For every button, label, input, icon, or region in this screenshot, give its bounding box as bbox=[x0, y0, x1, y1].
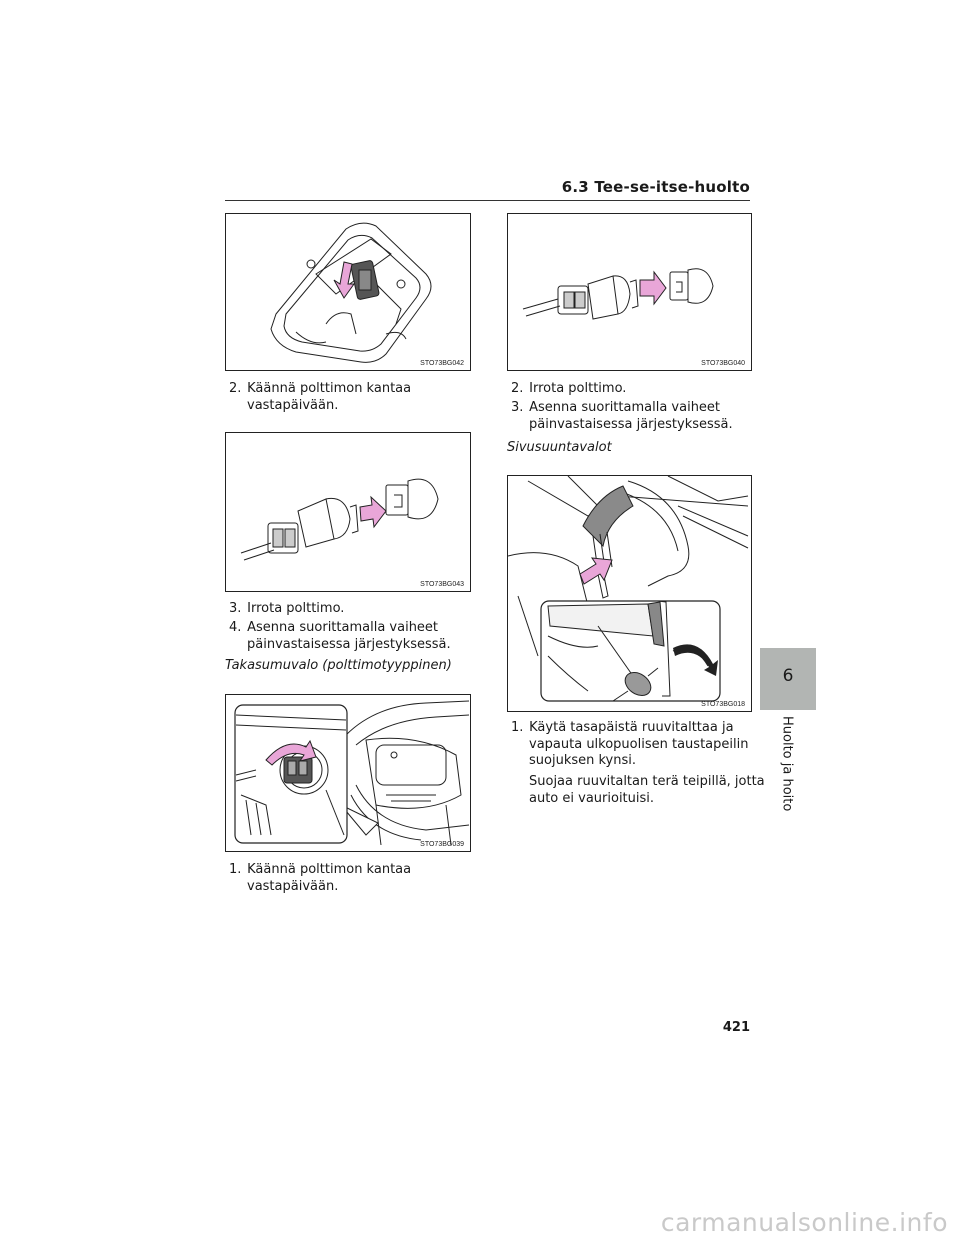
figure-code: STO73BG039 bbox=[420, 841, 464, 848]
step-number: 3. bbox=[229, 601, 242, 616]
step-number: 4. bbox=[229, 620, 242, 635]
illustration-rear-fog-lamp bbox=[234, 700, 470, 846]
step-text-cont: suojuksen kynsi. bbox=[529, 753, 637, 768]
page-number: 421 bbox=[722, 1020, 750, 1035]
chapter-label-text: Huolto ja hoito bbox=[779, 716, 795, 812]
step-text: Asenna suorittamalla vaiheet bbox=[247, 620, 439, 635]
step-text: Käännä polttimon kantaa bbox=[247, 381, 412, 396]
figure-code: STO73BG040 bbox=[701, 360, 745, 367]
header-rule bbox=[225, 200, 750, 201]
step-right-1: 1. Käytä tasapäistä ruuvitalttaa ja vapa… bbox=[511, 720, 748, 770]
step-number: 1. bbox=[511, 720, 524, 735]
step-left-1: 1. Käännä polttimon kantaa vastapäivään. bbox=[229, 862, 411, 895]
step-right-3: 3. Asenna suorittamalla vaiheet päinvast… bbox=[511, 400, 733, 433]
step-text: Asenna suorittamalla vaiheet bbox=[529, 400, 721, 415]
figure-bulb-socket-housing: STO73BG042 bbox=[225, 213, 471, 371]
figure-rear-fog-lamp: STO73BG039 bbox=[225, 694, 471, 852]
step-number: 3. bbox=[511, 400, 524, 415]
step-note: Suojaa ruuvitaltan terä teipillä, jotta … bbox=[529, 774, 765, 807]
illustration-socket-housing bbox=[270, 222, 432, 363]
figure-bulb-removal-left: STO73BG043 bbox=[225, 432, 471, 592]
step-number: 2. bbox=[511, 381, 524, 396]
step-left-3: 3. Irrota polttimo. bbox=[229, 601, 344, 618]
step-number: 1. bbox=[229, 862, 242, 877]
figure-code: STO73BG043 bbox=[420, 581, 464, 588]
chapter-label: Huolto ja hoito bbox=[772, 716, 802, 826]
step-text-cont: vastapäivään. bbox=[247, 397, 339, 413]
step-text-cont: päinvastaisessa järjestyksessä. bbox=[529, 416, 733, 432]
step-left-2: 2. Käännä polttimon kantaa vastapäivään. bbox=[229, 381, 411, 414]
step-text: Irrota polttimo. bbox=[247, 601, 345, 616]
figure-side-mirror: STO73BG018 bbox=[507, 475, 752, 712]
chapter-number: 6 bbox=[782, 666, 794, 686]
figure-bulb-removal: STO73BG040 bbox=[507, 213, 752, 371]
step-text: Käytä tasapäistä ruuvitalttaa ja bbox=[529, 720, 734, 735]
section-title: 6.3 Tee-se-itse-huolto bbox=[561, 178, 750, 196]
step-right-2: 2. Irrota polttimo. bbox=[511, 381, 626, 398]
step-text: Käännä polttimon kantaa bbox=[247, 862, 412, 877]
illustration-side-mirror bbox=[508, 476, 749, 702]
watermark: carmanualsonline.info bbox=[660, 1208, 948, 1237]
figure-code: STO73BG042 bbox=[420, 360, 464, 367]
step-text-cont: vastapäivään. bbox=[247, 878, 339, 894]
illustration-bulb-removal-left bbox=[240, 478, 439, 561]
step-text-cont: päinvastaisessa järjestyksessä. bbox=[247, 636, 451, 652]
illustration-bulb-removal bbox=[522, 268, 714, 320]
step-left-4: 4. Asenna suorittamalla vaiheet päinvast… bbox=[229, 620, 451, 653]
subheading-rear-fog-lamp: Takasumuvalo (polttimotyyppinen) bbox=[225, 658, 452, 673]
note-text: Suojaa ruuvitaltan terä teipillä, jotta bbox=[529, 774, 765, 789]
chapter-tab: 6 bbox=[760, 648, 816, 710]
figure-code: STO73BG018 bbox=[701, 701, 745, 708]
note-text-cont: auto ei vaurioituisi. bbox=[529, 790, 655, 806]
subheading-side-indicators: Sivusuuntavalot bbox=[507, 440, 612, 455]
step-number: 2. bbox=[229, 381, 242, 396]
step-text: Irrota polttimo. bbox=[529, 381, 627, 396]
step-text-cont: vapauta ulkopuolisen taustapeilin bbox=[529, 736, 749, 752]
